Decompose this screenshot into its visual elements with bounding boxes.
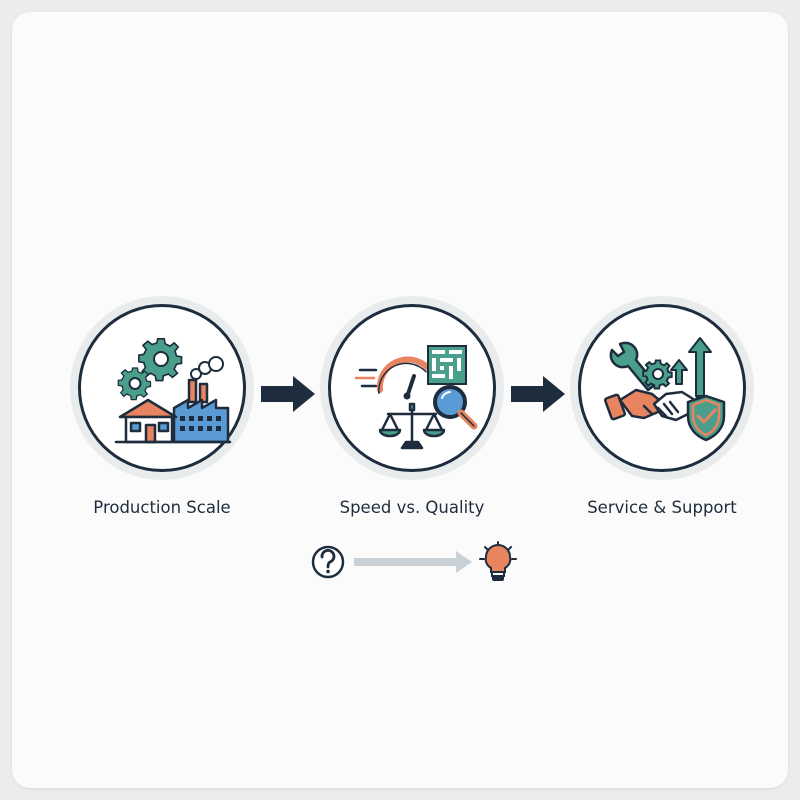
- gear-icon: [642, 359, 673, 390]
- balance-scale-icon: [378, 402, 446, 450]
- speedometer-scale-magnifier-icon: [354, 345, 478, 450]
- stage-service-support: [570, 296, 754, 480]
- smoke-icon: [190, 356, 224, 380]
- fabric-icon: [427, 345, 467, 385]
- diagram-card: Production Scale Speed vs. Quality Servi…: [12, 12, 788, 788]
- handshake-wrench-shield-icon: [603, 337, 726, 442]
- speedometer-icon: [376, 356, 431, 400]
- factory-gears-icon: [114, 337, 232, 444]
- gear-small-icon: [117, 367, 152, 401]
- stage-label: Production Scale: [93, 498, 231, 517]
- wrench-icon: [609, 341, 658, 392]
- magnifier-icon: [433, 385, 478, 430]
- flow-arrow-icon: [261, 376, 315, 412]
- gear-icon: [138, 337, 183, 382]
- question-mark-icon: [311, 545, 345, 579]
- stage-ring: [78, 304, 246, 472]
- question-to-idea-legend: [311, 541, 517, 581]
- stage-ring: [578, 304, 746, 472]
- progress-arrow-icon: [354, 551, 472, 573]
- stage-production-scale: [70, 296, 254, 480]
- speed-lines-icon: [354, 368, 378, 388]
- factory-icon: [172, 378, 230, 444]
- stage-speed-vs-quality: [320, 296, 504, 480]
- lightbulb-icon: [479, 541, 517, 581]
- stage-label: Service & Support: [587, 498, 737, 517]
- growth-arrows-icon: [670, 337, 712, 397]
- stage-label: Speed vs. Quality: [339, 498, 485, 517]
- shield-icon: [686, 394, 726, 442]
- flow-arrow-icon: [511, 376, 565, 412]
- house-icon: [118, 398, 178, 444]
